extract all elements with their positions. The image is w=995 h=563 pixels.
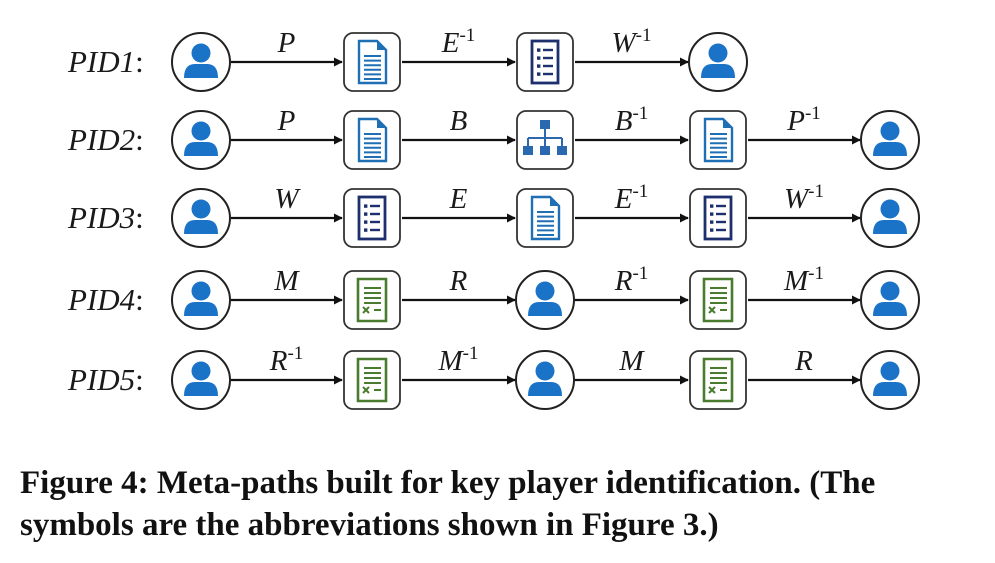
relation-label: E-1: [441, 25, 476, 59]
list-icon: [343, 188, 401, 248]
user-icon: [688, 32, 748, 92]
document-icon: [343, 32, 401, 92]
meta-path-row: PID4: M R R-1 M-1: [67, 263, 920, 330]
relation-label: E: [449, 183, 468, 215]
document-icon: [516, 188, 574, 248]
document-icon: [689, 110, 747, 170]
pid-label: PID2:: [67, 122, 144, 157]
relation-label: R-1: [614, 263, 649, 297]
meta-path-row: PID2: P B B-1 P-1: [67, 103, 920, 170]
user-icon: [515, 270, 575, 330]
user-icon: [171, 32, 231, 92]
spreadsheet-icon: [689, 270, 747, 330]
relation-label: W-1: [612, 25, 652, 59]
pid-label: PID5:: [67, 362, 144, 397]
user-icon: [171, 110, 231, 170]
relation-label: M-1: [438, 343, 479, 377]
user-icon: [171, 188, 231, 248]
relation-label: B: [450, 105, 468, 137]
user-icon: [171, 350, 231, 410]
list-icon: [689, 188, 747, 248]
relation-label: P: [277, 27, 296, 59]
spreadsheet-icon: [689, 350, 747, 410]
meta-path-row: PID5: R-1 M-1 M R: [67, 343, 920, 410]
meta-path-row: PID3: W E E-1 W-1: [67, 181, 920, 248]
relation-label: W-1: [784, 181, 824, 215]
relation-label: M: [618, 345, 645, 377]
user-icon: [860, 350, 920, 410]
figure-caption: Figure 4: Meta-paths built for key playe…: [20, 465, 876, 543]
relation-label: E-1: [614, 181, 649, 215]
relation-label: W: [274, 183, 301, 215]
relation-label: P: [277, 105, 296, 137]
relation-label: P-1: [786, 103, 821, 137]
pid-label: PID3:: [67, 200, 144, 235]
spreadsheet-icon: [343, 350, 401, 410]
user-icon: [860, 188, 920, 248]
user-icon: [515, 350, 575, 410]
pid-label: PID4:: [67, 282, 144, 317]
meta-path-row: PID1: P E-1 W-1: [67, 25, 748, 92]
pid-label: PID1:: [67, 44, 144, 79]
user-icon: [171, 270, 231, 330]
relation-label: R: [794, 345, 813, 377]
spreadsheet-icon: [343, 270, 401, 330]
user-icon: [860, 270, 920, 330]
relation-label: R-1: [269, 343, 304, 377]
relation-label: B-1: [615, 103, 649, 137]
relation-label: R: [449, 265, 468, 297]
relation-label: M-1: [783, 263, 824, 297]
list-icon: [516, 32, 574, 92]
hierarchy-icon: [516, 110, 574, 170]
relation-label: M: [273, 265, 300, 297]
user-icon: [860, 110, 920, 170]
document-icon: [343, 110, 401, 170]
